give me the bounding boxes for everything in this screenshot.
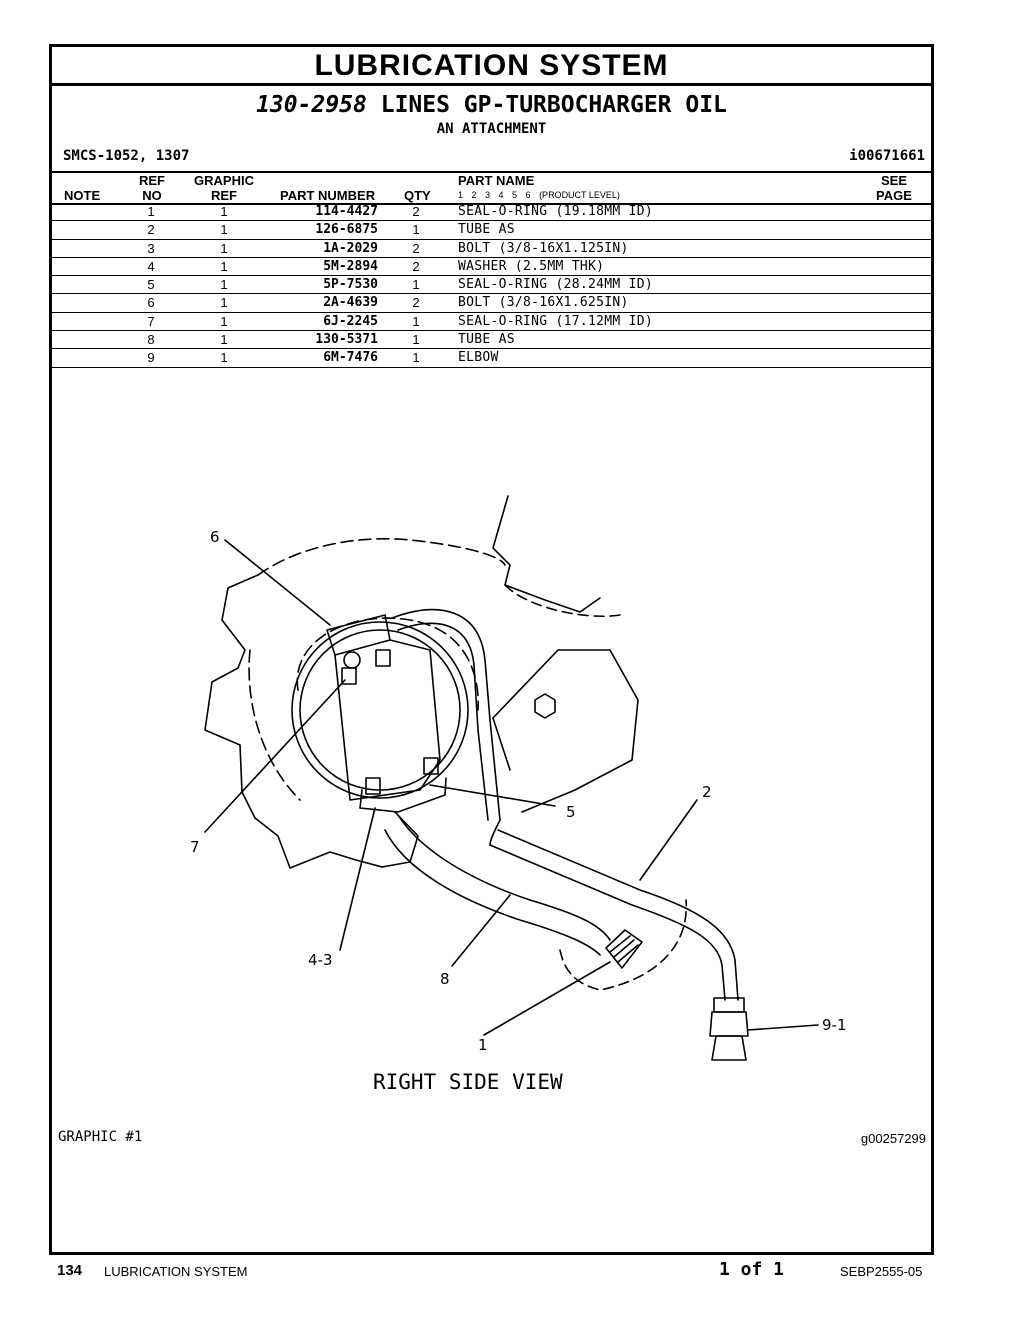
part-number: 5P-7530: [323, 277, 378, 293]
part-number: 130-5371: [315, 332, 378, 348]
quantity: 2: [412, 295, 420, 311]
callout-4-3: 4-3: [308, 951, 333, 969]
ref-no: 4: [147, 258, 155, 274]
product-levels: 1 2 3 4 5 6 (PRODUCT LEVEL): [458, 188, 620, 203]
quantity: 2: [412, 240, 420, 256]
col-part-name: PART NAME 1 2 3 4 5 6 (PRODUCT LEVEL): [458, 173, 620, 203]
table-row: 9 1 6M-7476 1 ELBOW: [52, 349, 931, 368]
part-name: SEAL-O-RING (19.18MM ID): [458, 204, 654, 219]
quantity: 1: [412, 332, 420, 348]
col-ref-top: REF: [139, 173, 165, 188]
col-qty: QTY: [404, 188, 431, 203]
graphic-ref: 1: [220, 258, 228, 274]
col-see-bottom: PAGE: [876, 188, 912, 203]
graphic-ref: 1: [220, 313, 228, 329]
group-number: 130-2958: [256, 92, 367, 118]
part-number: 2A-4639: [323, 295, 378, 311]
part-name: BOLT (3/8-16X1.625IN): [458, 295, 629, 311]
part-name: SEAL-O-RING (28.24MM ID): [458, 277, 654, 293]
graphic-ref: 1: [220, 277, 228, 293]
callout-6: 6: [210, 528, 220, 546]
view-label: RIGHT SIDE VIEW: [373, 1070, 563, 1094]
col-part-number: PART NUMBER: [280, 188, 376, 203]
illustration-id: i00671661: [849, 148, 925, 164]
col-ref: REF NO: [138, 173, 166, 203]
table-header: NOTE REF NO GRAPHIC REF PART NUMBER QTY …: [52, 171, 931, 205]
quantity: 1: [412, 313, 420, 329]
ref-no: 5: [147, 277, 155, 293]
ref-no: 6: [147, 295, 155, 311]
col-see-top: SEE: [880, 173, 907, 188]
ref-no: 3: [147, 240, 155, 256]
table-row: 2 1 126-6875 1 TUBE AS: [52, 221, 931, 240]
callout-9-1: 9-1: [822, 1016, 847, 1034]
col-note: NOTE: [64, 188, 101, 203]
col-graphic-bottom: REF: [211, 188, 237, 203]
page-of: 1 of 1: [719, 1259, 785, 1280]
graphic-ref: 1: [220, 204, 228, 219]
quantity: 2: [412, 258, 420, 274]
col-graphic: GRAPHIC REF: [190, 173, 258, 203]
table-row: 4 1 5M-2894 2 WASHER (2.5MM THK): [52, 258, 931, 277]
graphic-ref: 1: [220, 240, 228, 256]
part-number: 6J-2245: [323, 313, 378, 329]
col-see-page: SEE PAGE: [874, 173, 914, 203]
smcs-code: SMCS-1052, 1307: [63, 148, 190, 164]
quantity: 2: [412, 204, 420, 219]
callout-2: 2: [702, 783, 712, 801]
group-name: LINES GP-TURBOCHARGER OIL: [380, 92, 727, 118]
col-ref-bottom: NO: [142, 188, 162, 203]
part-number: 1A-2029: [323, 240, 378, 256]
quantity: 1: [412, 350, 420, 366]
table-row: 5 1 5P-7530 1 SEAL-O-RING (28.24MM ID): [52, 276, 931, 295]
document-number: SEBP2555-05: [840, 1264, 923, 1279]
ref-no: 9: [147, 350, 155, 366]
ref-no: 7: [147, 313, 155, 329]
table-row: 3 1 1A-2029 2 BOLT (3/8-16X1.125IN): [52, 240, 931, 258]
table-row: 6 1 2A-4639 2 BOLT (3/8-16X1.625IN): [52, 294, 931, 313]
page-footer: 134 LUBRICATION SYSTEM 1 of 1 SEBP2555-0…: [0, 1258, 1020, 1288]
page-frame: LUBRICATION SYSTEM 130-2958 LINES GP-TUR…: [49, 44, 934, 1255]
graphic-ref: 1: [220, 350, 228, 366]
ref-no: 8: [147, 332, 155, 348]
group-title: 130-2958 LINES GP-TURBOCHARGER OIL: [52, 91, 931, 119]
part-name: ELBOW: [458, 350, 499, 366]
part-number: 114-4427: [315, 204, 378, 219]
ref-no: 1: [147, 204, 155, 219]
table-row: 7 1 6J-2245 1 SEAL-O-RING (17.12MM ID): [52, 313, 931, 332]
part-name: BOLT (3/8-16X1.125IN): [458, 240, 629, 256]
footer-section: LUBRICATION SYSTEM: [104, 1264, 248, 1279]
graphic-ref: 1: [220, 295, 228, 311]
graphic-number: g00257299: [860, 1131, 926, 1146]
part-number: 6M-7476: [323, 350, 378, 366]
graphic-ref: 1: [220, 332, 228, 348]
part-name: WASHER (2.5MM THK): [458, 258, 605, 274]
product-level-label: (PRODUCT LEVEL): [539, 190, 620, 200]
col-part-name-label: PART NAME: [458, 173, 535, 188]
ref-no: 2: [147, 222, 155, 238]
graphic-label: GRAPHIC #1: [58, 1129, 143, 1145]
table-row: 8 1 130-5371 1 TUBE AS: [52, 331, 931, 350]
graphic-ref: 1: [220, 222, 228, 238]
part-number: 5M-2894: [323, 258, 378, 274]
page-number: 134: [57, 1262, 83, 1279]
part-name: TUBE AS: [458, 332, 515, 348]
callout-7: 7: [190, 838, 200, 856]
level-numbers: 1 2 3 4 5 6: [458, 190, 531, 200]
attachment-label: AN ATTACHMENT: [436, 121, 547, 137]
page-title: LUBRICATION SYSTEM: [52, 47, 931, 86]
part-name: TUBE AS: [458, 222, 515, 238]
callout-8: 8: [440, 970, 450, 988]
callout-5: 5: [566, 803, 576, 821]
callout-1: 1: [478, 1036, 488, 1054]
part-name: SEAL-O-RING (17.12MM ID): [458, 313, 654, 329]
table-row: 1 1 114-4427 2 SEAL-O-RING (19.18MM ID): [52, 203, 931, 222]
quantity: 1: [412, 222, 420, 238]
col-graphic-top: GRAPHIC: [194, 173, 254, 188]
quantity: 1: [412, 277, 420, 293]
part-number: 126-6875: [315, 222, 378, 238]
